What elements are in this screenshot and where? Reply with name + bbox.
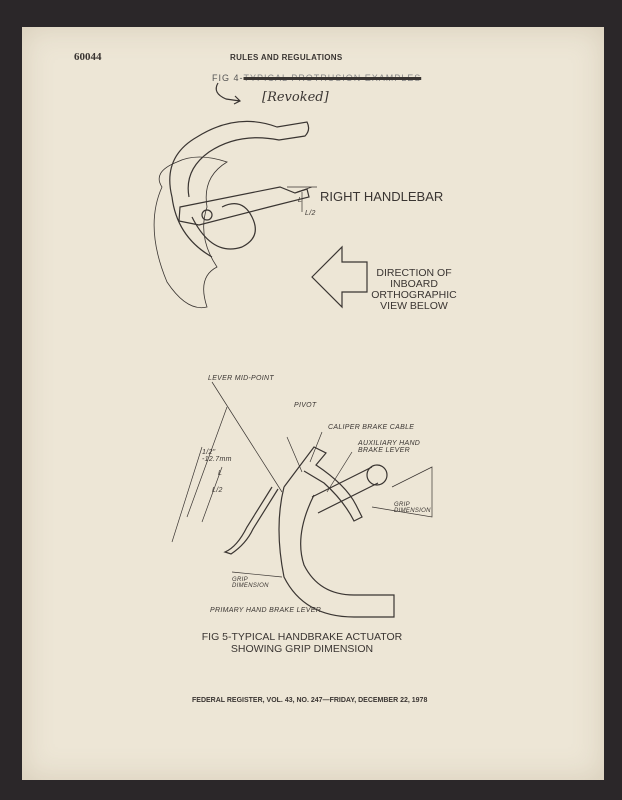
grip-dimension-right-label: GRIP DIMENSION bbox=[394, 502, 431, 514]
lever-mid-point-label: LEVER MID-POINT bbox=[208, 375, 274, 382]
fig5-L2-label: L/2 bbox=[212, 487, 223, 494]
auxiliary-lever-label: AUXILIARY HAND BRAKE LEVER bbox=[358, 440, 421, 454]
caption-line-1: FIG 5-TYPICAL HANDBRAKE ACTUATOR bbox=[201, 631, 403, 643]
fig4-struck-title: TYPICAL PROTRUSION EXAMPLES bbox=[243, 73, 422, 83]
revoked-annotation: [Revoked] bbox=[262, 90, 329, 105]
revoked-arrow bbox=[215, 82, 242, 105]
page-number: 60044 bbox=[74, 51, 102, 63]
fig5-brake-drawing bbox=[171, 381, 433, 618]
page-footer: FEDERAL REGISTER, VOL. 43, NO. 247—FRIDA… bbox=[192, 697, 428, 704]
fig4-prefix: FIG 4- bbox=[212, 73, 244, 83]
caption-line-2: SHOWING GRIP DIMENSION bbox=[230, 643, 374, 655]
caliper-brake-cable-label: CALIPER BRAKE CABLE bbox=[328, 424, 415, 431]
grip-dimension-bottom-label: GRIP DIMENSION bbox=[232, 577, 269, 589]
fig5-caption: FIG 5-TYPICAL HANDBRAKE ACTUATOR SHOWING… bbox=[172, 631, 432, 655]
primary-lever-label: PRIMARY HAND BRAKE LEVER bbox=[210, 607, 322, 614]
half-inch-label: 1/2" -12.7mm bbox=[202, 449, 232, 463]
page-header: RULES AND REGULATIONS bbox=[230, 53, 343, 62]
fig5-L-label: L bbox=[218, 470, 223, 477]
direction-label: DIRECTION OF INBOARD ORTHOGRAPHIC VIEW B… bbox=[371, 267, 457, 312]
document-page: 60044 RULES AND REGULATIONS FIG 4-TYPICA… bbox=[22, 27, 604, 780]
pivot-label: PIVOT bbox=[294, 402, 317, 409]
fig4-L-label: L bbox=[298, 197, 303, 204]
fig4-handlebar-drawing bbox=[153, 120, 368, 309]
right-handlebar-label: RIGHT HANDLEBAR bbox=[320, 189, 444, 204]
direction-arrow bbox=[311, 245, 368, 309]
figure-drawings bbox=[153, 82, 433, 618]
fig4-L2-label: L/2 bbox=[305, 210, 316, 217]
fig4-title: FIG 4-TYPICAL PROTRUSION EXAMPLES bbox=[212, 73, 421, 83]
